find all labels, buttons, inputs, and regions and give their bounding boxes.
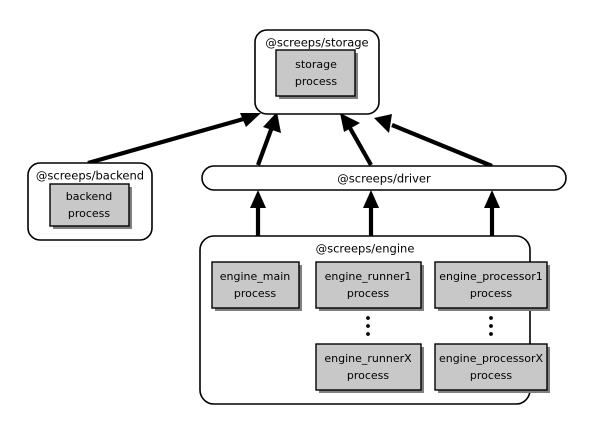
edge-backend-to-storage [87, 113, 261, 166]
engine-runnerx-process-box[interactable] [315, 343, 422, 391]
package-engine[interactable]: @screeps/engine engine_main process engi… [199, 235, 550, 405]
engine-processor1-process-box[interactable] [434, 261, 548, 309]
engine-processorx-process-label-line1: engine_processorX [439, 352, 544, 365]
engine-processorx-process-box[interactable] [434, 343, 548, 391]
engine-processor1-process-label-line1: engine_processor1 [439, 270, 543, 283]
engine-processorx-process-label-line2: process [470, 369, 513, 382]
backend-process-label-line1: backend [66, 190, 112, 203]
package-backend[interactable]: @screeps/backend backend process [27, 162, 153, 241]
runner-ellipsis-icon [366, 316, 370, 336]
engine-package-label: @screeps/engine [316, 242, 415, 256]
edge-driver-right-to-storage [374, 114, 493, 168]
edge-driver-mid-to-storage [340, 113, 373, 167]
backend-process-label-line2: process [68, 207, 111, 220]
edge-engine-mid-to-driver [363, 190, 379, 236]
engine-runner1-process-box[interactable] [315, 261, 422, 309]
engine-processor1-process-label-line2: process [470, 287, 513, 300]
processor-ellipsis-icon [489, 316, 493, 336]
package-storage[interactable]: @screeps/storage storage process [254, 29, 380, 115]
driver-package-label: @screeps/driver [337, 172, 431, 186]
storage-process-label-line1: storage [295, 58, 337, 71]
engine-runner1-process-label-line1: engine_runner1 [325, 270, 412, 283]
storage-process-label-line2: process [295, 75, 338, 88]
engine-runnerx-process-label-line2: process [347, 369, 390, 382]
backend-process-box[interactable] [49, 183, 130, 227]
engine-main-process-label-line1: engine_main [220, 270, 291, 283]
engine-runnerx-process-label-line1: engine_runnerX [324, 352, 412, 365]
edge-driver-left-to-storage [256, 112, 281, 166]
package-driver[interactable]: @screeps/driver [201, 165, 567, 191]
engine-runner1-process-label-line2: process [347, 287, 390, 300]
edge-engine-right-to-driver [484, 190, 500, 236]
driver-package-bar [201, 165, 567, 191]
storage-package-label: @screeps/storage [265, 36, 368, 50]
backend-package-label: @screeps/backend [36, 169, 144, 183]
edge-engine-left-to-driver [250, 190, 266, 236]
storage-process-box[interactable] [275, 49, 356, 97]
engine-main-process-box[interactable] [211, 261, 300, 309]
engine-main-process-label-line2: process [234, 287, 277, 300]
